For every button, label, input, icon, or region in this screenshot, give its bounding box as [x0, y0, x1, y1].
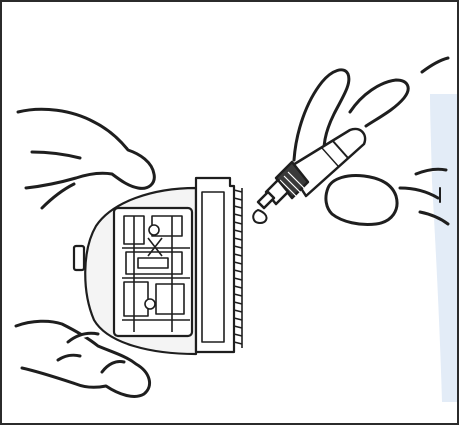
- accent-shading: [430, 94, 457, 402]
- oil-drop-icon: [253, 210, 266, 223]
- blade-teeth: [234, 188, 242, 348]
- right-hand-icon: [294, 58, 448, 225]
- blade-assembly-icon: [74, 178, 234, 354]
